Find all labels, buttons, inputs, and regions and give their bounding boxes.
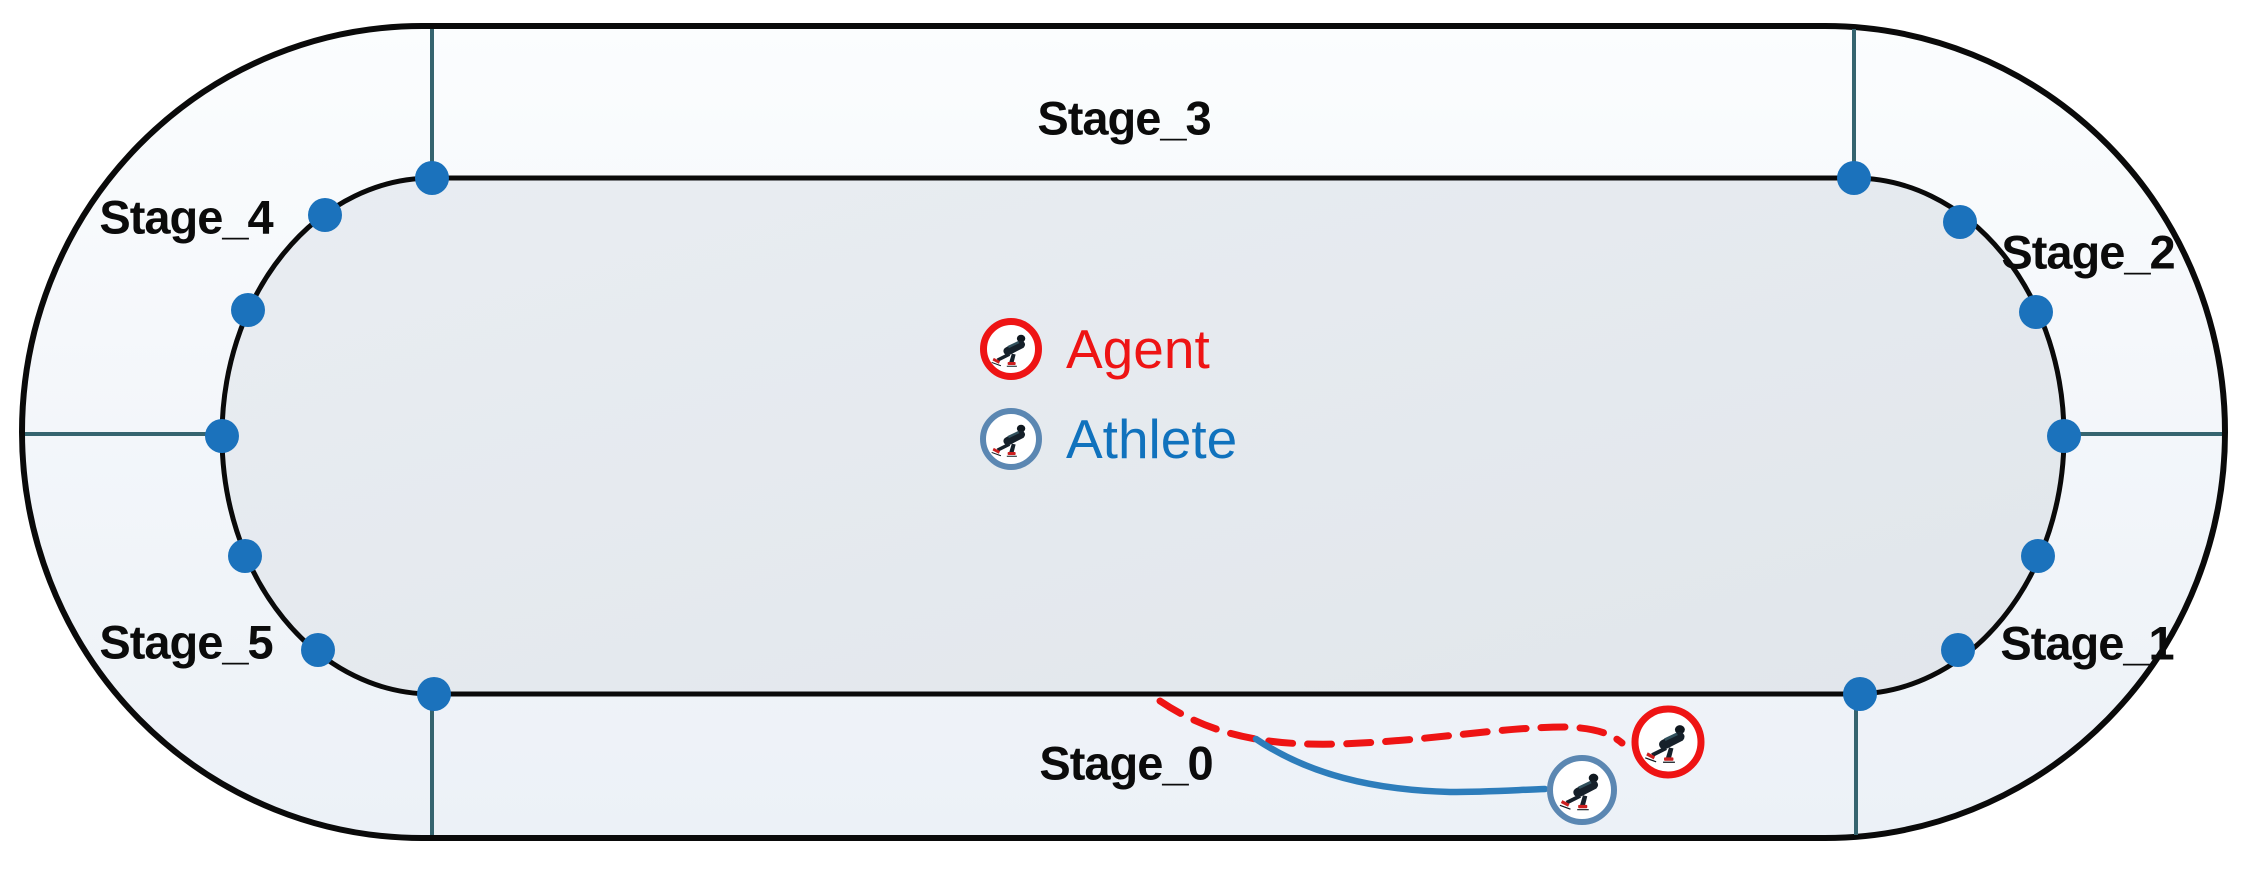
athlete-label: Athlete: [1066, 407, 1238, 470]
checkpoint-dot: [308, 198, 342, 232]
athlete-trajectory: [1252, 735, 1549, 796]
checkpoint-dot: [205, 419, 239, 453]
stage-label-stage_0: Stage_0: [1039, 736, 1213, 790]
checkpoint-dot: [415, 161, 449, 195]
checkpoint-dot: [1843, 677, 1877, 711]
agent-skater-icon: [980, 318, 1042, 380]
checkpoint-dot: [228, 539, 262, 573]
checkpoint-dot: [301, 633, 335, 667]
checkpoint-dots: [205, 161, 2081, 711]
athlete-skater-icon: [980, 408, 1042, 470]
checkpoint-dot: [1837, 161, 1871, 195]
stage-label-stage_1: Stage_1: [2000, 616, 2174, 670]
trajectories: [1156, 697, 1626, 796]
checkpoint-dot: [1941, 633, 1975, 667]
checkpoint-dot: [2019, 295, 2053, 329]
skater-markers: [1547, 705, 1705, 825]
checkpoint-dot: [417, 677, 451, 711]
stage-label-stage_4: Stage_4: [99, 190, 273, 244]
stage-label-stage_3: Stage_3: [1037, 91, 1211, 145]
stage-label-stage_5: Stage_5: [99, 615, 273, 669]
legend-row-athlete: Athlete: [980, 408, 1237, 470]
checkpoint-dot: [1943, 205, 1977, 239]
checkpoint-dot: [231, 293, 265, 327]
legend-row-agent: Agent: [980, 318, 1237, 380]
agent-label: Agent: [1066, 317, 1210, 380]
legend: Agent Athlete: [980, 318, 1237, 470]
agent-trajectory: [1156, 697, 1626, 748]
stage-label-stage_2: Stage_2: [2001, 225, 2175, 279]
stage-dividers: [25, 29, 2222, 835]
checkpoint-dot: [2021, 539, 2055, 573]
checkpoint-dot: [2047, 419, 2081, 453]
